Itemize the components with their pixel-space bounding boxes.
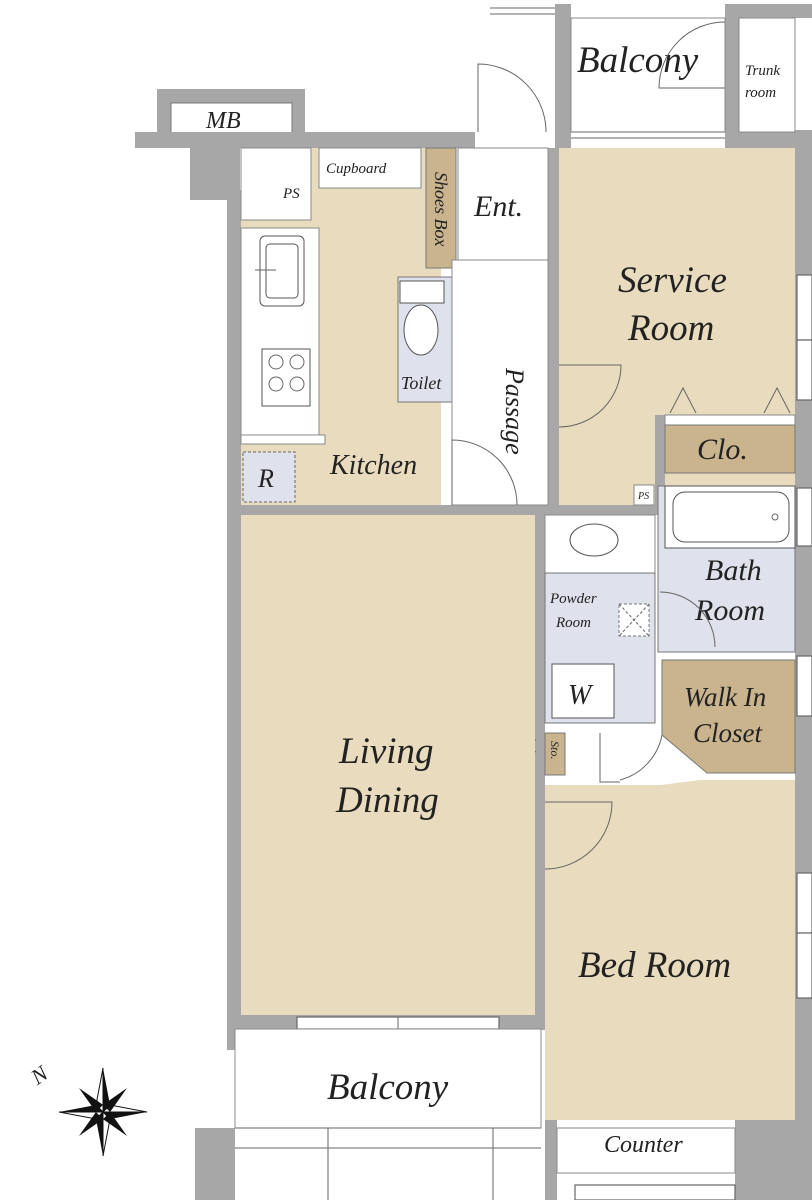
entrance-outer-door bbox=[477, 63, 547, 133]
powder-room: Powder Room W bbox=[544, 514, 656, 724]
balcony-top-label: Balcony bbox=[577, 40, 699, 81]
service-room-label-1: Service bbox=[618, 260, 727, 301]
refrigerator-label: R bbox=[257, 464, 274, 493]
trunk-room-label-1: Trunk bbox=[745, 63, 780, 79]
ps-top-label: PS bbox=[282, 186, 300, 202]
shoes-box-label: Shoes Box bbox=[431, 172, 451, 246]
entrance: Ent. bbox=[457, 147, 549, 261]
living-label-2: Dining bbox=[335, 780, 439, 821]
counter-label: Counter bbox=[604, 1132, 683, 1158]
storage-label: Sto. bbox=[548, 741, 562, 759]
living-label-1: Living bbox=[338, 731, 434, 772]
closet-label: Clo. bbox=[697, 433, 748, 466]
balcony-top: Balcony bbox=[570, 17, 726, 139]
walkin-label-2: Closet bbox=[693, 718, 764, 748]
shoes-box: Shoes Box bbox=[425, 147, 457, 269]
toilet-label: Toilet bbox=[401, 373, 442, 393]
bath-label-2: Room bbox=[694, 594, 765, 627]
cupboard-label: Cupboard bbox=[326, 161, 387, 177]
walk-in-closet: Walk In Closet bbox=[619, 659, 796, 781]
balcony-bottom-label: Balcony bbox=[327, 1067, 449, 1108]
compass-icon bbox=[58, 1067, 148, 1157]
balcony-bottom: Balcony bbox=[234, 1028, 542, 1200]
kitchen-label: Kitchen bbox=[329, 450, 417, 481]
trunk-room-label-2: room bbox=[745, 85, 776, 101]
bath-room: Bath Room bbox=[657, 485, 796, 653]
closet: Clo. bbox=[664, 424, 796, 474]
counter: Counter bbox=[556, 1127, 736, 1174]
passage-label: Passage bbox=[500, 367, 529, 455]
bath-label-1: Bath bbox=[705, 554, 762, 587]
powder-label-1: Powder bbox=[549, 591, 597, 607]
storage: Sto. bbox=[520, 732, 620, 783]
bedroom-label: Bed Room bbox=[578, 945, 731, 986]
trunk-room: Trunk room bbox=[658, 17, 796, 133]
walkin-label-1: Walk In bbox=[684, 682, 766, 712]
north-label: N bbox=[25, 1060, 53, 1090]
ps-bath-label-box: PS bbox=[637, 491, 649, 502]
washer-label: W bbox=[568, 680, 594, 711]
entrance-label: Ent. bbox=[473, 190, 523, 223]
bed-room: Bed Room bbox=[544, 780, 795, 1120]
service-room-label-2: Room bbox=[627, 308, 714, 349]
living-dining: Living Dining bbox=[241, 515, 535, 1015]
powder-label-2: Room bbox=[555, 615, 591, 631]
mb-label: MB bbox=[205, 108, 241, 134]
passage: Passage bbox=[451, 259, 549, 506]
